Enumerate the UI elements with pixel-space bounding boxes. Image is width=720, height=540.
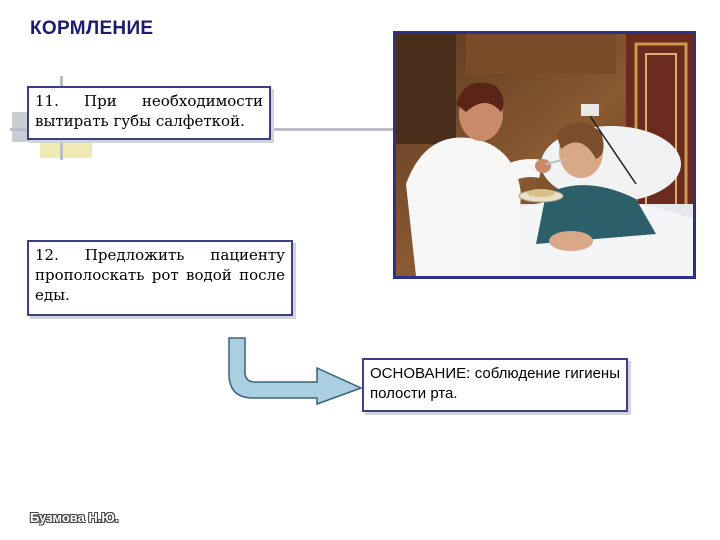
basis-text: ОСНОВАНИЕ: соблюдение гигиены полости рт… xyxy=(370,365,620,402)
slide-title: КОРМЛЕНИЕ xyxy=(30,18,154,39)
author-signature: Бузмова Н.Ю. xyxy=(30,510,119,525)
step-11-box: 11. При необходимости вытирать губы салф… xyxy=(27,86,271,140)
step-12-text: 12. Предложить пациенту прополоскать рот… xyxy=(35,246,285,304)
step-11-text: 11. При необходимости вытирать губы салф… xyxy=(35,92,263,130)
feeding-photo xyxy=(393,31,696,279)
step-12-box: 12. Предложить пациенту прополоскать рот… xyxy=(27,240,293,316)
curved-arrow-right-icon xyxy=(228,337,363,406)
feeding-photo-illustration xyxy=(396,34,693,276)
basis-box: ОСНОВАНИЕ: соблюдение гигиены полости рт… xyxy=(362,358,628,412)
